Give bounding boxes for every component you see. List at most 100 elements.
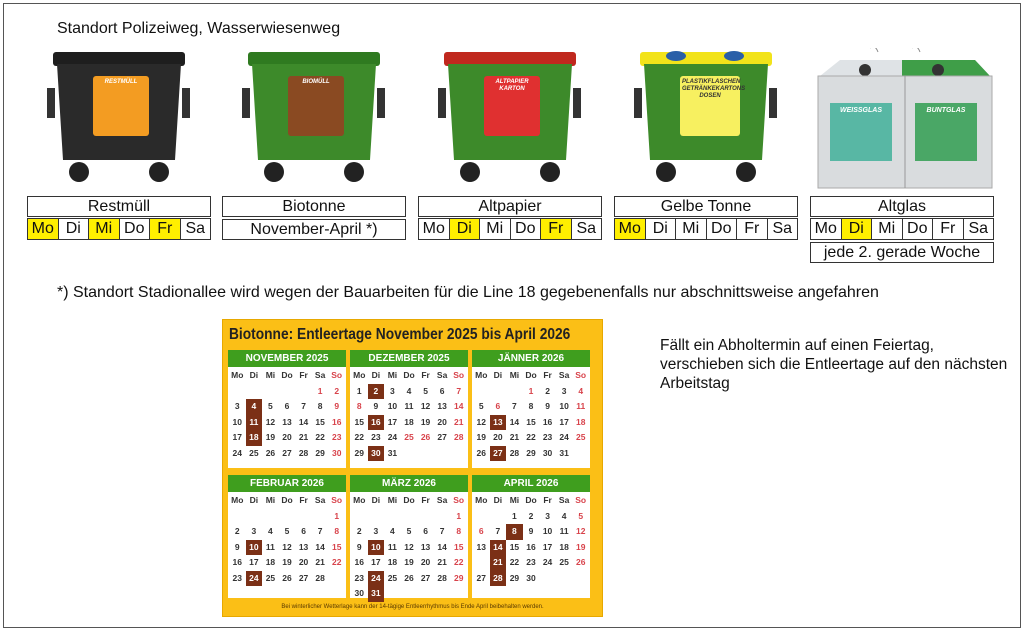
- calendar-day: 25: [387, 572, 398, 583]
- calendar-day: 24: [387, 432, 398, 442]
- pickup-day: 11: [245, 414, 263, 430]
- empty-cell: [417, 509, 434, 525]
- pickup-day: 13: [489, 414, 507, 430]
- day-do: Do: [901, 218, 933, 240]
- calendar-day: 12: [420, 401, 431, 411]
- calendar-day: 26: [420, 432, 431, 442]
- calendar-day: 5: [284, 526, 290, 536]
- calendar-day: 26: [265, 447, 276, 458]
- pickup-day: 8: [506, 524, 523, 540]
- day-di: Di: [644, 218, 676, 240]
- calendar-day: 3: [234, 401, 240, 411]
- calendar-day: 21: [298, 432, 309, 442]
- calendar-day: 11: [404, 401, 414, 411]
- calendar-day: 24: [559, 432, 569, 442]
- calendar-day: 31: [387, 447, 398, 458]
- calendar-day: 16: [526, 541, 536, 552]
- calendar-day: 3: [561, 385, 567, 396]
- calendar-day: 8: [356, 401, 362, 411]
- empty-cell: [295, 509, 312, 525]
- calendar-day: 22: [354, 432, 365, 442]
- calendar-day: 9: [545, 401, 550, 411]
- calendar-day: 21: [315, 557, 325, 567]
- calendar-day: 17: [249, 557, 259, 567]
- calendar-day: 26: [404, 572, 414, 583]
- weekday-header: Di: [493, 370, 503, 380]
- calendar-day: 28: [509, 447, 520, 458]
- calendar-day: 6: [301, 526, 306, 536]
- calendar-day: 15: [354, 416, 365, 427]
- calendar-day: 10: [387, 401, 398, 411]
- calendar-day: 6: [423, 526, 428, 536]
- calendar-day: 1: [512, 510, 517, 521]
- page-frame: [3, 3, 1021, 628]
- calendar-day: 4: [268, 526, 273, 536]
- calendar-day: 9: [356, 541, 362, 552]
- empty-cell: [229, 384, 246, 400]
- calendar-day: 27: [282, 447, 292, 458]
- calendar-day: 10: [542, 526, 553, 536]
- pickup-day: 30: [367, 445, 385, 461]
- weekday-header: Sa: [436, 370, 448, 380]
- calendar-day: 16: [232, 557, 243, 567]
- calendar-day: 19: [404, 557, 414, 567]
- calendar-day: 11: [265, 541, 275, 552]
- day-do: Do: [705, 218, 737, 240]
- weekday-header: Di: [493, 495, 503, 505]
- calendar-day: 14: [315, 541, 325, 552]
- weekday-header: Mi: [509, 495, 520, 505]
- empty-cell: [401, 509, 418, 525]
- weekday-header: Do: [403, 495, 415, 505]
- empty-cell: [279, 509, 296, 525]
- calendar-day: 14: [509, 416, 520, 427]
- weekday-header: Fr: [299, 495, 308, 505]
- day-fr-pickup: Fr: [149, 218, 181, 240]
- empty-cell: [295, 384, 312, 400]
- day-fr-pickup: Fr: [540, 218, 572, 240]
- calendar-day: 12: [575, 526, 586, 536]
- weekday-header: Do: [525, 495, 537, 505]
- calendar-day: 13: [282, 416, 292, 427]
- bin-image-2: ALTPAPIER KARTON: [418, 48, 601, 193]
- calendar-day: 18: [575, 416, 586, 427]
- calendar-day: 11: [559, 526, 569, 536]
- calendar-day: 27: [420, 572, 431, 583]
- pickup-day: 28: [489, 570, 507, 586]
- bin-image-0: RESTMÜLL: [27, 48, 210, 193]
- calendar-title: Biotonne: Entleertage November 2025 bis …: [229, 326, 571, 343]
- weekday-header: Fr: [299, 370, 308, 380]
- calendar-day: 29: [315, 447, 325, 458]
- weekday-header: Di: [371, 370, 381, 380]
- calendar-day: 28: [315, 572, 325, 583]
- calendar-day: 18: [387, 557, 398, 567]
- calendar-day: 5: [578, 510, 584, 521]
- calendar-day: 23: [371, 432, 381, 442]
- calendar-day: 14: [453, 401, 464, 411]
- weekday-header: Mi: [509, 370, 520, 380]
- weekday-header: Di: [249, 370, 259, 380]
- empty-cell: [229, 509, 246, 525]
- sticker-label: BIOMÜLL: [302, 79, 330, 85]
- calendar-day: 14: [298, 416, 309, 427]
- calendar-day: 19: [476, 432, 487, 442]
- empty-cell: [473, 509, 490, 525]
- calendar-day: 30: [354, 588, 365, 598]
- calendar-day: 18: [559, 541, 569, 552]
- calendar-day: 29: [354, 447, 365, 458]
- weekday-header: Di: [249, 495, 259, 505]
- calendar-day: 14: [437, 541, 447, 552]
- calendar-day: 19: [265, 432, 276, 442]
- calendar-day: 17: [542, 541, 553, 552]
- calendar-day: 3: [390, 385, 395, 396]
- calendar-day: 7: [439, 526, 445, 536]
- calendar-footer: Bei winterlicher Wetterlage kann der 14-…: [281, 604, 544, 610]
- day-mi: Mi: [871, 218, 903, 240]
- pickup-day: 16: [367, 414, 385, 430]
- calendar-day: 20: [437, 416, 447, 427]
